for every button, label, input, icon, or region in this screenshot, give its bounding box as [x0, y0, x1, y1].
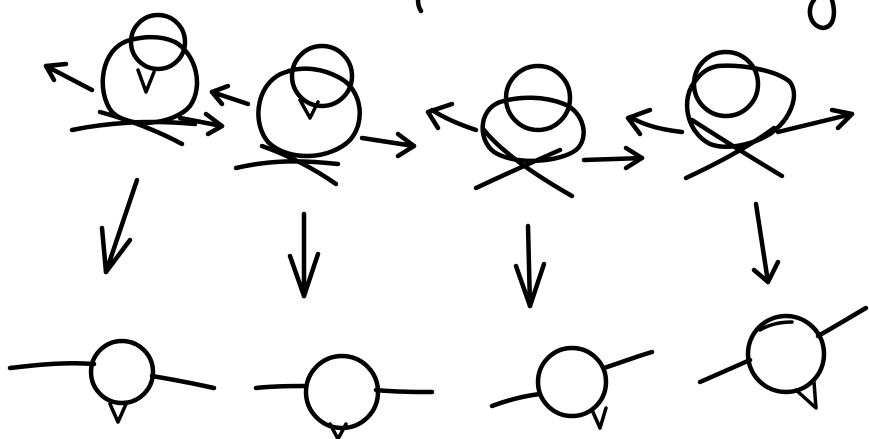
bird-1-top — [72, 15, 197, 144]
down-arrow-1 — [102, 180, 137, 272]
arrow-2-right — [362, 134, 414, 156]
bird-3-perched — [492, 348, 652, 428]
arrow-1-left — [46, 64, 92, 90]
bird-4-top — [686, 52, 794, 178]
down-arrow-4 — [754, 204, 778, 282]
arrow-2-left — [212, 86, 248, 104]
arrow-3-left — [428, 104, 476, 130]
down-arrow-2 — [290, 214, 318, 296]
bird-2-perched — [256, 356, 432, 439]
bird-2-top — [236, 46, 360, 184]
bird-3-top — [476, 66, 584, 196]
bird-1-perched — [10, 341, 214, 422]
arrow-4-left — [628, 110, 682, 134]
bird-4-perched — [700, 308, 866, 408]
cropped-top-strokes — [418, 0, 834, 28]
down-arrow-3 — [516, 226, 544, 306]
arrow-3-right — [584, 148, 642, 168]
